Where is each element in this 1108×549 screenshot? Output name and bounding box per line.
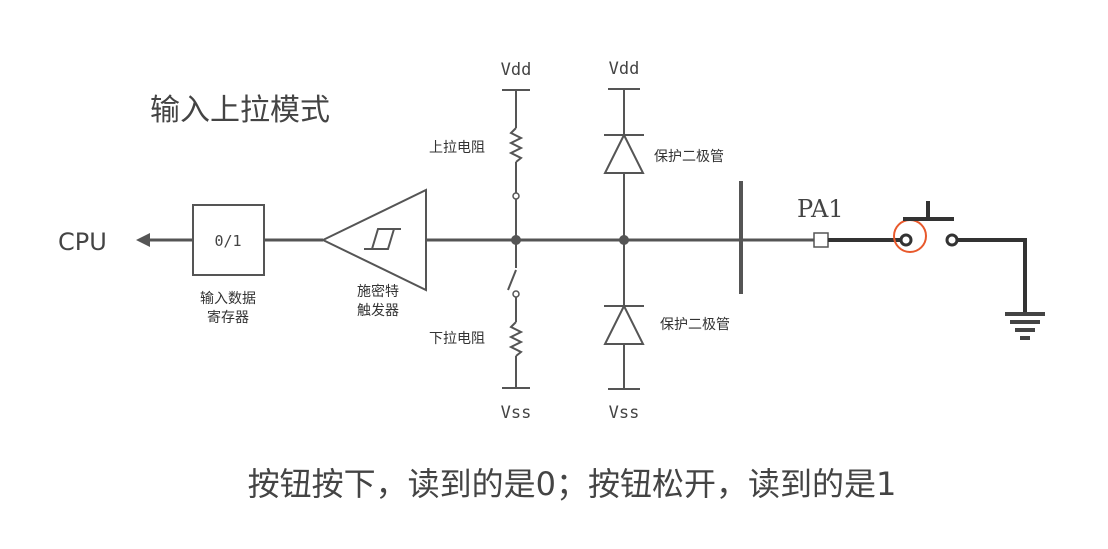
button-contact-right <box>945 233 959 247</box>
diode-vdd-label: Vdd <box>609 59 640 79</box>
ground-icon <box>1005 312 1045 340</box>
pulldown-switch-contact <box>512 290 520 298</box>
pin-label: PA1 <box>797 195 844 223</box>
schmitt-label-line2: 触发器 <box>357 303 399 319</box>
pull-down-resistor-label: 下拉电阻 <box>429 331 485 347</box>
pa1-pin <box>813 232 829 248</box>
bottom-protection-diode <box>603 303 645 345</box>
pull-up-resistor <box>508 127 524 163</box>
diode-vss-label: Vss <box>609 403 640 423</box>
cpu-label: CPU <box>58 228 107 256</box>
register-value: 0/1 <box>214 232 241 250</box>
button-contact-left <box>899 233 913 247</box>
register-label-line1: 输入数据 <box>200 291 256 307</box>
top-diode-label: 保护二极管 <box>654 149 724 165</box>
pull-down-resistor <box>508 321 524 357</box>
diagram-title: 输入上拉模式 <box>150 93 330 128</box>
register-label-line2: 寄存器 <box>207 309 249 326</box>
pulldown-switch-open <box>507 269 517 291</box>
resistor-vdd-label: Vdd <box>501 60 532 80</box>
caption: 按钮按下，读到的是0；按钮松开，读到的是1 <box>248 465 897 503</box>
ground-wire <box>957 238 1027 314</box>
top-protection-diode <box>603 132 645 174</box>
cpu-arrow-icon <box>136 233 150 247</box>
hysteresis-icon <box>364 228 401 250</box>
resistor-vss-label: Vss <box>501 403 532 423</box>
pull-up-resistor-label: 上拉电阻 <box>429 140 485 156</box>
schmitt-label-line1: 施密特 <box>357 283 399 300</box>
bottom-diode-label: 保护二极管 <box>660 317 730 333</box>
pullup-switch-contact <box>512 192 520 200</box>
